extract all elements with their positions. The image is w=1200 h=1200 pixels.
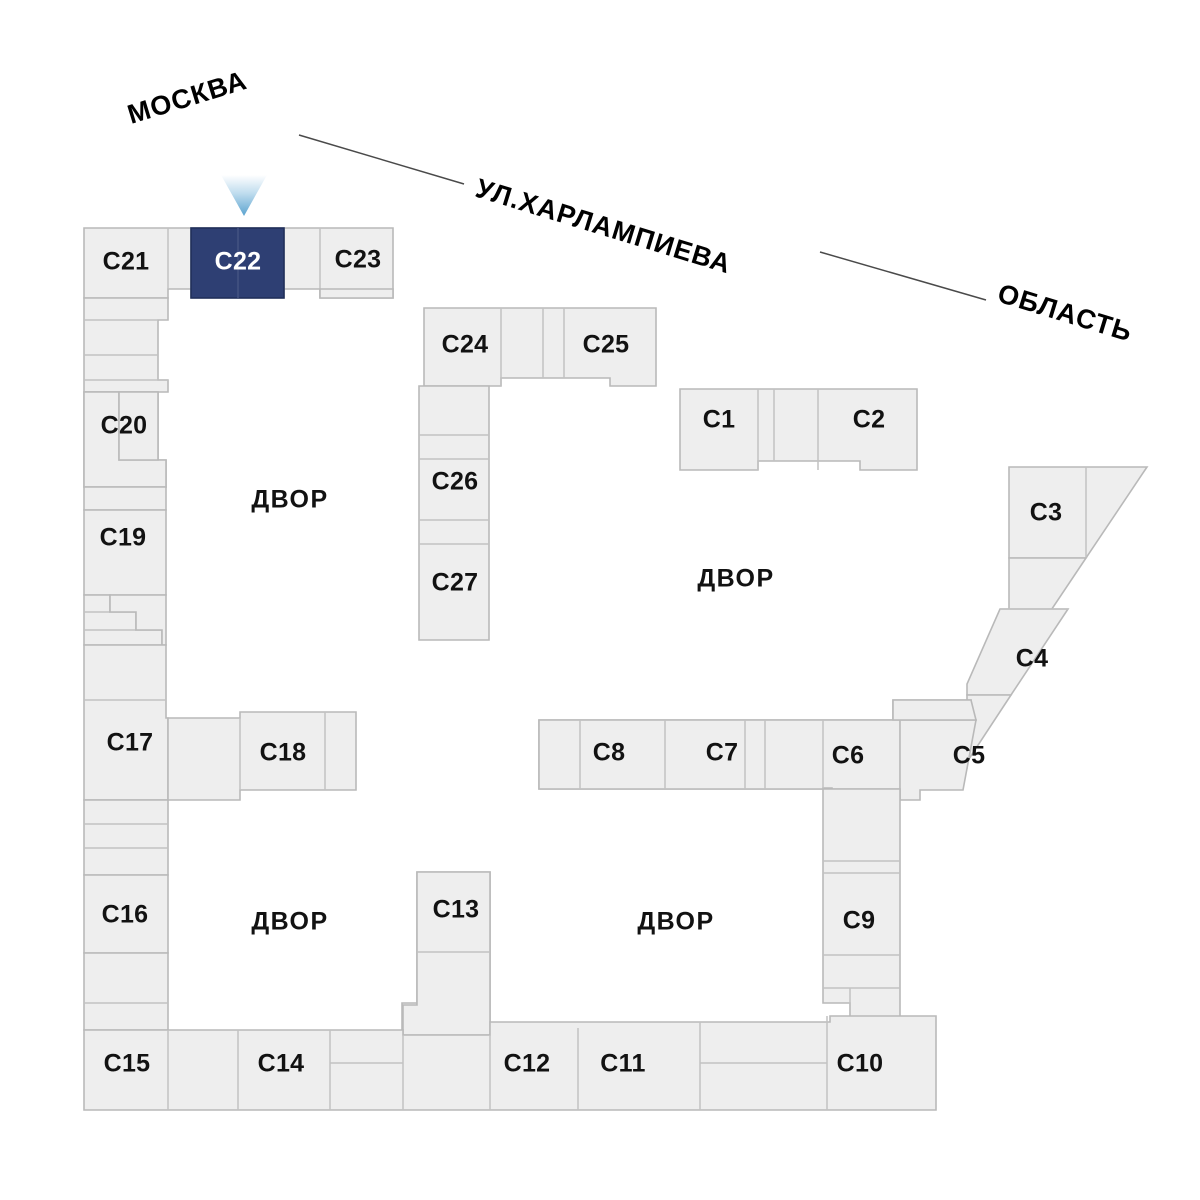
divider-C18 — [239, 712, 326, 790]
building-left-mid-strips[interactable] — [83, 799, 169, 876]
building-left-lower-strips[interactable] — [83, 952, 169, 1031]
building-label-C25[interactable]: C25 — [583, 331, 630, 359]
yard-labels-group: ДВОР ДВОР ДВОР ДВОР — [251, 486, 774, 936]
road-group: МОСКВА УЛ.ХАРЛАМПИЕВА ОБЛАСТЬ — [124, 65, 1136, 347]
building-C18[interactable] — [167, 711, 357, 801]
building-C20-wing[interactable] — [118, 391, 159, 461]
building-label-C18[interactable]: C18 — [260, 739, 307, 767]
divider-central-spine — [419, 434, 489, 545]
road-label-moskva: МОСКВА — [124, 65, 251, 130]
yard-label-yard-ne: ДВОР — [697, 565, 774, 593]
building-label-C26[interactable]: C26 — [432, 468, 479, 496]
divider-C9 — [823, 860, 900, 1018]
yard-label-yard-nw: ДВОР — [251, 486, 328, 514]
building-label-C4[interactable]: C4 — [1016, 645, 1049, 673]
road-label-ul-harlampieva: УЛ.ХАРЛАМПИЕВА — [472, 173, 735, 279]
building-C23-tail[interactable] — [319, 288, 394, 299]
divider-C24-C25 — [500, 308, 565, 386]
block-northwest — [83, 227, 394, 1031]
building-C20-lower[interactable] — [83, 486, 167, 511]
building-C17[interactable] — [83, 644, 169, 801]
building-C9-column[interactable] — [822, 788, 901, 1019]
road-line-road-left — [298, 134, 465, 185]
block-C9 — [822, 788, 901, 1019]
building-label-C23[interactable]: C23 — [335, 246, 382, 274]
building-label-C3[interactable]: C3 — [1030, 499, 1063, 527]
divider-mid-row — [579, 720, 901, 789]
building-label-C22[interactable]: C22 — [215, 248, 262, 276]
road-label-oblast: ОБЛАСТЬ — [994, 278, 1136, 347]
building-label-C12[interactable]: C12 — [504, 1050, 551, 1078]
building-bottom-row[interactable] — [83, 1015, 937, 1111]
building-label-C8[interactable]: C8 — [593, 739, 626, 767]
block-C13 — [401, 871, 491, 1036]
building-label-C20[interactable]: C20 — [101, 412, 148, 440]
building-label-C15[interactable]: C15 — [104, 1050, 151, 1078]
building-label-C21[interactable]: C21 — [103, 248, 150, 276]
block-central — [418, 307, 657, 641]
building-label-C2[interactable]: C2 — [853, 406, 886, 434]
building-mid-row-east-cap[interactable] — [892, 699, 978, 721]
building-label-C17[interactable]: C17 — [107, 729, 154, 757]
building-C1-C2-row[interactable] — [679, 388, 918, 471]
building-label-C10[interactable]: C10 — [837, 1050, 884, 1078]
building-label-C5[interactable]: C5 — [953, 742, 986, 770]
building-label-C24[interactable]: C24 — [442, 331, 489, 359]
building-left-upper[interactable] — [83, 297, 169, 393]
block-C1-C2 — [679, 388, 918, 471]
building-label-C27[interactable]: C27 — [432, 569, 479, 597]
block-bottom-row — [83, 1015, 937, 1111]
building-label-C6[interactable]: C6 — [832, 742, 865, 770]
building-label-C1[interactable]: C1 — [703, 406, 736, 434]
block-east-slant — [961, 466, 1149, 769]
building-left-stair-fill[interactable] — [109, 594, 167, 646]
block-C23-tail — [319, 288, 394, 299]
map-pin-triangle-icon — [221, 175, 267, 216]
road-line-road-right — [819, 251, 987, 301]
divider-left-stair — [84, 611, 136, 631]
yard-label-yard-se: ДВОР — [637, 908, 714, 936]
block-mid-row — [538, 699, 978, 801]
divider-left-mid-strips — [84, 823, 168, 849]
building-label-C11[interactable]: C11 — [600, 1050, 645, 1078]
divider-left-upper — [84, 319, 168, 381]
building-central-spine[interactable] — [418, 385, 490, 641]
building-label-C16[interactable]: C16 — [102, 901, 149, 929]
building-label-C14[interactable]: C14 — [258, 1050, 305, 1078]
building-label-C13[interactable]: C13 — [433, 896, 480, 924]
building-label-C7[interactable]: C7 — [706, 739, 739, 767]
building-label-C9[interactable]: C9 — [843, 907, 876, 935]
building-label-C19[interactable]: C19 — [100, 524, 147, 552]
divider-bottom-row — [167, 1016, 828, 1110]
divider-C1-C2 — [757, 389, 819, 470]
yard-label-yard-sw: ДВОР — [251, 908, 328, 936]
